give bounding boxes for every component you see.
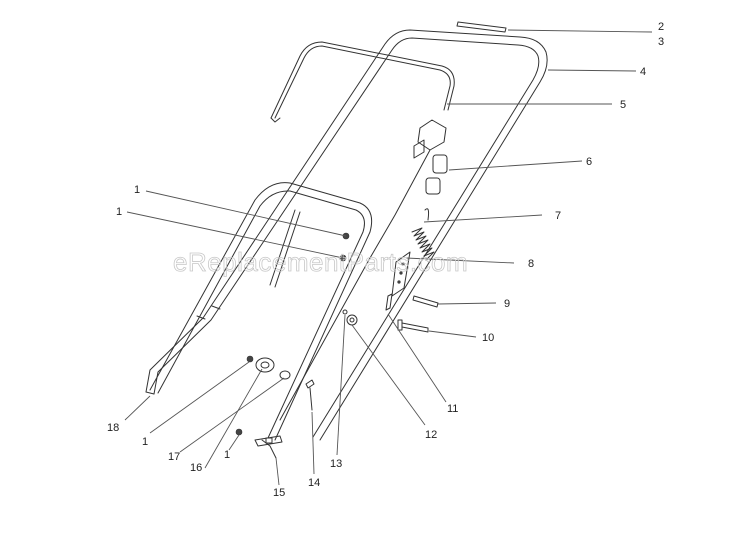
link-plate (391, 251, 411, 297)
callout-8: 8 (528, 258, 534, 270)
watermark: eReplacementParts.com (173, 247, 468, 277)
callout-18: 18 (107, 422, 119, 434)
spring (411, 208, 435, 261)
handle-bottom (254, 435, 283, 447)
callout-3: 3 (658, 36, 664, 48)
control-bail (270, 41, 455, 123)
grip (456, 21, 507, 33)
callout-1-b: 1 (116, 206, 122, 218)
callout-11: 11 (447, 403, 458, 415)
callout-1-d: 1 (224, 449, 230, 461)
callout-1-a: 1 (134, 184, 140, 196)
callout-14: 14 (308, 477, 320, 489)
callout-2: 2 (658, 21, 664, 33)
knob (255, 357, 291, 380)
callout-5: 5 (620, 99, 626, 111)
cable-end (385, 293, 393, 311)
callout-7: 7 (555, 210, 561, 222)
upper-handle (145, 29, 548, 441)
callout-labels: 1 1 1 1 2 3 4 5 6 7 8 9 10 11 12 13 14 1… (107, 21, 664, 499)
leader-lines (124, 29, 653, 486)
callout-17: 17 (168, 451, 180, 463)
callout-4: 4 (640, 66, 646, 78)
callout-12: 12 (425, 429, 437, 441)
callout-6: 6 (586, 156, 592, 168)
bolt-15 (261, 437, 277, 459)
callout-10: 10 (482, 332, 494, 344)
callout-1-c: 1 (142, 436, 148, 448)
cable-bracket (413, 119, 448, 195)
bolt-10 (397, 319, 429, 333)
bolt-14 (305, 379, 315, 411)
callout-9: 9 (504, 298, 510, 310)
control-cable (269, 149, 431, 421)
callout-13: 13 (330, 458, 342, 470)
callout-15: 15 (273, 487, 285, 499)
callout-16: 16 (190, 462, 202, 474)
lower-handle (149, 182, 373, 441)
bolt-9 (412, 295, 439, 308)
